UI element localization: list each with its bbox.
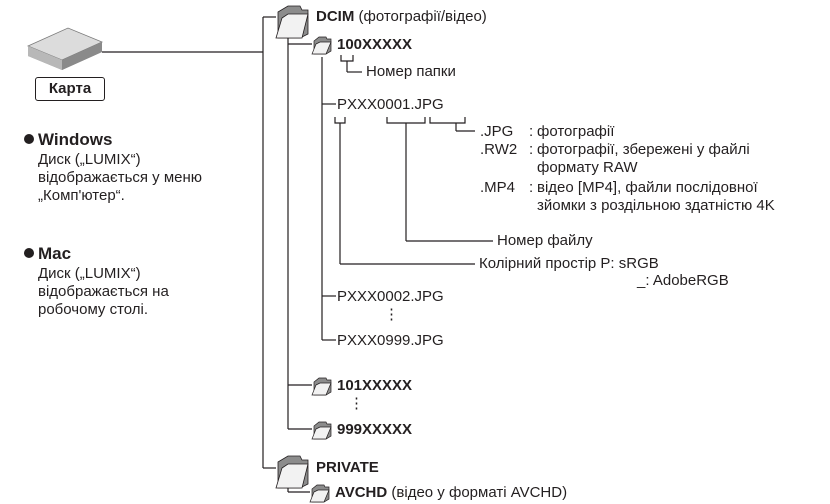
- ext-rw2: .RW2: [480, 141, 518, 158]
- folder-999-label: 999XXXXX: [337, 421, 413, 438]
- windows-heading: Windows: [24, 130, 112, 150]
- ext-mp4: .MP4: [480, 179, 516, 196]
- colorspace-bracket: [334, 117, 346, 124]
- folder-icon-100: [311, 36, 332, 55]
- file-number-bracket: [386, 117, 426, 124]
- windows-line-2: відображається у меню: [38, 169, 203, 186]
- folder-icon-private: [275, 455, 309, 489]
- ext-mp4-sep: :: [529, 179, 534, 196]
- windows-line-3: „Комп'ютер“.: [38, 187, 125, 204]
- avchd-folder-name: AVCHD: [335, 484, 388, 501]
- file-0002-label: PXXX0002.JPG: [337, 288, 444, 305]
- folder-icon-dcim: [275, 5, 309, 39]
- ext-rw2-desc-1: фотографії, збережені у файлі: [537, 141, 750, 158]
- ext-jpg-desc: фотографії: [537, 123, 615, 140]
- ext-jpg: .JPG: [480, 123, 514, 140]
- ext-jpg-sep: :: [529, 123, 534, 140]
- avchd-folder-note: (відео у форматі AVCHD): [391, 484, 568, 501]
- folder-icon-101: [311, 377, 332, 396]
- color-space-alt: _: AdobeRGB: [637, 272, 729, 289]
- folder-101-label: 101XXXXX: [337, 377, 413, 394]
- folder-number-label: Номер папки: [366, 63, 456, 80]
- files-ellipsis: ⋮: [384, 306, 399, 323]
- folder-number-bracket: [340, 55, 354, 62]
- card-label: Карта: [35, 77, 105, 101]
- folder-icon-999: [311, 421, 332, 440]
- folder-icon-avchd: [309, 484, 330, 503]
- mac-heading-text: Mac: [38, 244, 72, 263]
- folders-ellipsis: ⋮: [349, 395, 364, 412]
- avchd-folder-label: AVCHD (відео у форматі AVCHD): [335, 484, 567, 502]
- dcim-folder-label: DCIM (фотографії/відео): [316, 8, 487, 26]
- bullet-icon: [24, 134, 34, 144]
- folder-100-label: 100XXXXX: [337, 36, 413, 53]
- file-0999-label: PXXX0999.JPG: [337, 332, 444, 349]
- dcim-folder-note: (фотографії/відео): [358, 8, 487, 25]
- ext-rw2-sep: :: [529, 141, 534, 158]
- ext-mp4-desc-2: зйомки з роздільною здатністю 4K: [537, 197, 775, 214]
- windows-heading-text: Windows: [38, 130, 113, 149]
- mac-line-3: робочому столі.: [38, 301, 149, 318]
- mac-heading: Mac: [24, 244, 71, 264]
- mac-line-2: відображається на: [38, 283, 169, 300]
- card-drive-icon: [26, 27, 104, 70]
- private-folder-label: PRIVATE: [316, 459, 379, 476]
- file-number-label: Номер файлу: [497, 232, 593, 249]
- windows-line-1: Диск („LUMIX“): [38, 151, 141, 168]
- dcim-folder-name: DCIM: [316, 8, 355, 25]
- bullet-icon: [24, 248, 34, 258]
- mac-line-1: Диск („LUMIX“): [38, 265, 141, 282]
- color-space-label: Колірний простір P: sRGB: [479, 255, 659, 272]
- ext-mp4-desc-1: відео [MP4], файли послідовної: [537, 179, 758, 196]
- ext-rw2-desc-2: формату RAW: [537, 159, 638, 176]
- extension-bracket: [429, 117, 466, 124]
- file-0001-label: PXXX0001.JPG: [337, 96, 444, 113]
